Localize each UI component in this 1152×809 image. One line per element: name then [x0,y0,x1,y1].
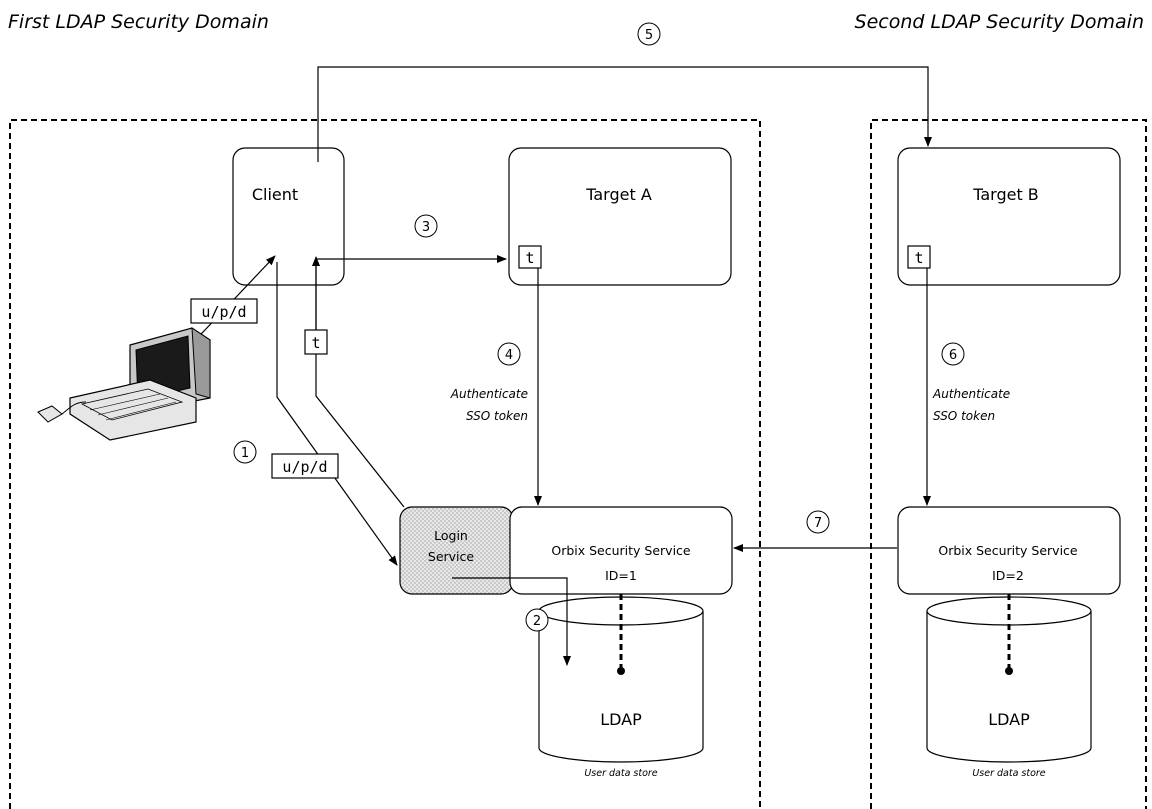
target-b-label: Target B [972,185,1039,204]
auth-annotation-2-line1: Authenticate [932,387,1010,401]
svg-text:2: 2 [533,614,541,629]
credentials-login: u/p/d [282,458,327,476]
svg-text:5: 5 [645,28,653,43]
step-7-marker: 7 [806,510,830,534]
client-box [232,147,345,286]
login-service-line2: Service [428,549,475,564]
ldap-2-cylinder [926,596,1092,763]
auth-annotation-2-line2: SSO token [933,409,995,423]
orbix-1-id: ID=1 [605,568,637,583]
step-1-arrow [276,262,398,566]
step-4-marker: 4 [497,342,521,366]
orbix-2-label: Orbix Security Service [938,543,1078,558]
credentials-box-user [190,298,258,324]
step-3-marker: 3 [414,214,438,238]
credentials-box-login [271,453,339,479]
credentials-user: u/p/d [201,303,246,321]
second-domain-boundary [870,119,1147,809]
ldap-2-caption: User data store [972,768,1045,779]
computer-icon [37,327,211,441]
ldap-1-cylinder [538,596,704,763]
auth-annotation-1-line1: Authenticate [450,387,528,401]
ldap-1-label: LDAP [600,710,642,729]
ldap-2-link-dot [1005,667,1013,675]
orbix-1-label: Orbix Security Service [551,543,691,558]
svg-text:3: 3 [422,220,430,235]
target-b-token-box [907,245,931,269]
login-service-line1: Login [434,528,468,543]
target-a-label: Target A [585,185,652,204]
target-b-token: t [914,249,923,267]
second-domain-title: Second LDAP Security Domain [855,11,1144,33]
client-label: Client [252,185,298,204]
first-domain-boundary [9,119,761,809]
first-domain-title: First LDAP Security Domain [8,11,269,33]
svg-text:4: 4 [505,348,513,363]
ldap-1-caption: User data store [584,768,657,779]
target-a-token: t [525,249,534,267]
step-5-arrow [317,66,932,162]
target-a-token-box [518,245,542,269]
target-a-box [508,147,732,286]
svg-text:6: 6 [949,348,957,363]
login-token-line [315,354,405,508]
step-2-marker: 2 [525,608,549,632]
orbix-2-id: ID=2 [992,568,1024,583]
step-5-marker: 5 [637,22,661,46]
ldap-2-label: LDAP [988,710,1030,729]
step-6-marker: 6 [941,342,965,366]
auth-annotation-1-line2: SSO token [466,409,528,423]
svg-text:1: 1 [241,446,249,461]
step-1-marker: 1 [233,440,257,464]
svg-text:7: 7 [814,516,822,531]
ldap-1-link-dot [617,667,625,675]
target-b-box [897,147,1121,286]
client-token: t [311,334,320,352]
step-2-arrow [452,577,571,666]
client-token-box [304,329,328,355]
